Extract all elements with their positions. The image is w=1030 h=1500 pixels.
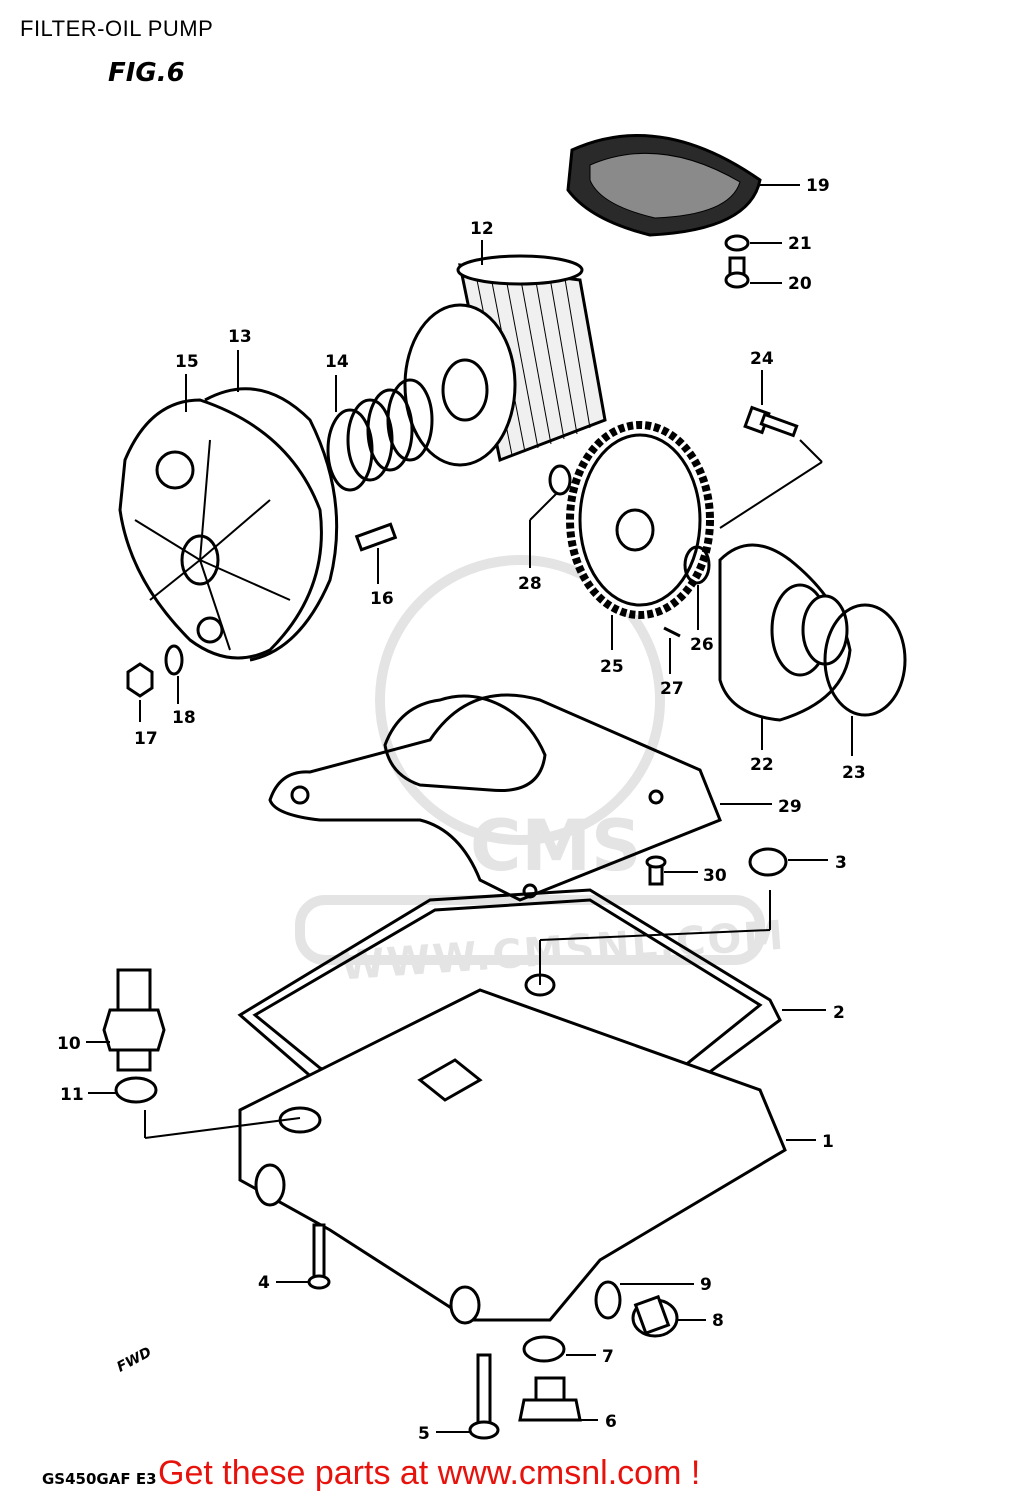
- part-9-o-ring: [594, 1280, 622, 1320]
- part-12-oil-filter: [403, 254, 607, 467]
- part-27-pin: [663, 626, 681, 638]
- part-21-washer: [724, 234, 750, 252]
- part-19-strainer: [566, 134, 762, 237]
- callout-21: 21: [788, 234, 812, 254]
- callout-26: 26: [690, 635, 714, 655]
- callout-13: 13: [228, 327, 252, 347]
- page-title: FILTER-OIL PUMP: [20, 16, 214, 41]
- part-20-bolt: [724, 256, 750, 289]
- part-25-pump-gear: [566, 421, 714, 619]
- part-3-o-ring: [748, 847, 788, 877]
- callout-16: 16: [370, 589, 394, 609]
- callout-labels: 12 13 15 14 16 17 18 19 21 20 24 28 25 2…: [57, 176, 866, 1444]
- callout-10: 10: [57, 1034, 81, 1054]
- part-15-filter-cap: [118, 398, 323, 660]
- callout-18: 18: [172, 708, 196, 728]
- part-7-washer: [522, 1335, 566, 1363]
- callout-20: 20: [788, 274, 812, 294]
- part-16-pin: [354, 522, 398, 552]
- watermark-logo-text: CMS: [470, 805, 641, 887]
- part-17-plug: [126, 662, 154, 698]
- part-28-circlip: [548, 464, 572, 496]
- callout-24: 24: [750, 349, 774, 369]
- figure-label: FIG.6: [108, 58, 185, 88]
- part-14-spring: [326, 378, 434, 492]
- callout-6: 6: [605, 1412, 617, 1432]
- callout-15: 15: [175, 352, 199, 372]
- part-11-o-ring: [114, 1076, 158, 1104]
- callout-27: 27: [660, 679, 684, 699]
- part-1-oil-pan: [238, 973, 787, 1325]
- leader-lines: [86, 184, 853, 1433]
- callout-14: 14: [325, 352, 349, 372]
- callout-25: 25: [600, 657, 624, 677]
- callout-12: 12: [470, 219, 494, 239]
- callout-23: 23: [842, 763, 866, 783]
- part-13-o-ring: [204, 387, 339, 662]
- callout-30: 30: [703, 866, 727, 886]
- part-29-gasket: [268, 693, 722, 902]
- callout-17: 17: [134, 729, 158, 749]
- part-18-washer: [164, 644, 184, 676]
- part-30-bolt: [645, 855, 667, 886]
- promo-link-text[interactable]: Get these parts at www.cmsnl.com !: [158, 1454, 701, 1492]
- callout-22: 22: [750, 755, 774, 775]
- callout-5: 5: [418, 1424, 430, 1444]
- callout-11: 11: [60, 1085, 84, 1105]
- part-10-pressure-switch: [102, 968, 166, 1072]
- part-24-bolt: [743, 405, 799, 438]
- part-4-bolt: [307, 1223, 331, 1290]
- callout-9: 9: [700, 1275, 712, 1295]
- part-5-bolt: [468, 1353, 500, 1440]
- model-code: GS450GAF E3: [42, 1470, 157, 1488]
- callout-8: 8: [712, 1311, 724, 1331]
- part-22-oil-pump: [718, 543, 852, 722]
- watermark-logo: CMS: [295, 555, 765, 965]
- callout-28: 28: [518, 574, 542, 594]
- callout-1: 1: [822, 1132, 834, 1152]
- part-8-plug: [631, 1294, 679, 1338]
- callout-4: 4: [258, 1273, 270, 1293]
- callout-29: 29: [778, 797, 802, 817]
- callout-7: 7: [602, 1347, 614, 1367]
- callout-3: 3: [835, 853, 847, 873]
- part-6-plug: [518, 1376, 582, 1422]
- part-26-washer: [683, 545, 711, 585]
- callout-19: 19: [806, 176, 830, 196]
- part-23-o-ring: [823, 603, 907, 717]
- callout-2: 2: [833, 1003, 845, 1023]
